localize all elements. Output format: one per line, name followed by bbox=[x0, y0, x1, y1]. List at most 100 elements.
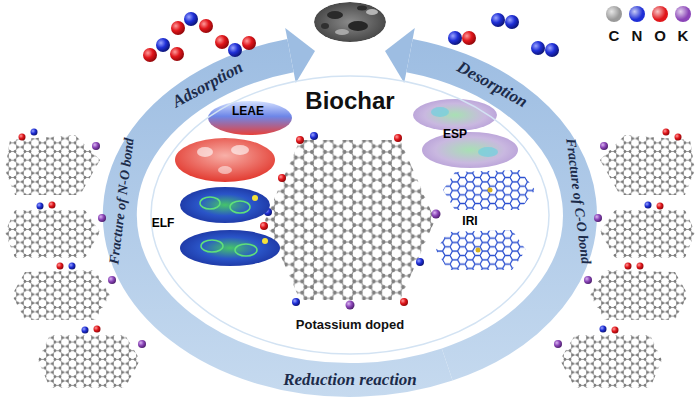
legend-holder: O bbox=[654, 27, 666, 45]
leae-maps bbox=[175, 101, 292, 182]
gas-molecules-part bbox=[156, 38, 170, 52]
right-molecules-part bbox=[600, 210, 695, 258]
right-molecules-part bbox=[612, 327, 619, 334]
central-lattice-part bbox=[394, 134, 402, 142]
caption-text: Potassium doped bbox=[296, 318, 404, 333]
right-molecules-part bbox=[594, 214, 602, 222]
gas-molecules-part bbox=[228, 43, 242, 57]
elf-maps-part bbox=[235, 244, 257, 256]
map-label: ELF bbox=[152, 217, 175, 230]
elf-maps-part bbox=[230, 201, 250, 213]
left-molecules-part bbox=[12, 270, 110, 320]
cycle-ring-part bbox=[385, 28, 415, 83]
esp-maps bbox=[413, 99, 518, 168]
right-molecules bbox=[554, 129, 695, 389]
right-molecules-part bbox=[554, 340, 562, 348]
legend-holder: N bbox=[632, 27, 643, 45]
sem-image-part bbox=[335, 29, 349, 35]
atom-swatch bbox=[606, 6, 622, 22]
gas-molecules bbox=[143, 12, 559, 62]
legend-text: N bbox=[632, 27, 643, 44]
atom-swatch bbox=[675, 6, 691, 22]
map-label-holder: ELF bbox=[152, 213, 175, 231]
right-molecules-part bbox=[600, 142, 608, 150]
atom-swatch bbox=[652, 6, 668, 22]
gas-molecules-part bbox=[505, 15, 519, 29]
legend-holder: C bbox=[609, 27, 620, 45]
elf-maps-part bbox=[201, 240, 223, 252]
gas-molecules-part bbox=[491, 13, 505, 27]
cycle-ring-part bbox=[120, 56, 447, 380]
sem-image-part bbox=[366, 9, 378, 15]
map-label: IRI bbox=[462, 215, 477, 228]
right-molecules-part bbox=[657, 203, 664, 210]
central-lattice-part bbox=[432, 210, 441, 219]
gas-molecules-part bbox=[215, 35, 229, 49]
central-lattice-part bbox=[310, 132, 318, 140]
gas-molecules-part bbox=[199, 19, 213, 33]
left-molecules-part bbox=[31, 129, 38, 136]
right-molecules-part bbox=[590, 270, 688, 320]
gas-molecules-part bbox=[531, 41, 545, 55]
map-label: ESP bbox=[443, 128, 467, 141]
esp-maps-part bbox=[431, 107, 449, 117]
left-molecules-part bbox=[69, 263, 76, 270]
esp-maps-part bbox=[413, 99, 497, 131]
sem-image-part bbox=[314, 2, 386, 42]
left-molecules-part bbox=[5, 210, 100, 258]
process-label-holder: Reduction reaction bbox=[283, 371, 417, 390]
gas-molecules-part bbox=[170, 47, 184, 61]
legend-holder: K bbox=[678, 27, 689, 45]
right-molecules-part bbox=[584, 276, 592, 284]
right-molecules-part bbox=[637, 263, 644, 270]
central-lattice bbox=[260, 132, 441, 310]
iri-maps-part bbox=[443, 170, 535, 210]
leae-maps-part bbox=[175, 138, 275, 182]
sem-image-part bbox=[357, 6, 367, 11]
central-lattice-part bbox=[265, 140, 435, 300]
elf-maps-part bbox=[180, 230, 280, 266]
left-molecules-part bbox=[94, 326, 101, 333]
gas-molecules-part bbox=[184, 12, 198, 26]
right-molecules-part bbox=[600, 135, 695, 195]
ellipse-outline bbox=[150, 75, 550, 355]
gas-molecules-part bbox=[143, 48, 157, 62]
map-label: LEAE bbox=[232, 105, 264, 118]
left-molecules-part bbox=[57, 263, 64, 270]
sem-image-part bbox=[327, 11, 343, 19]
left-molecules-part bbox=[108, 276, 116, 284]
right-molecules-part bbox=[600, 326, 607, 333]
legend-text: O bbox=[654, 27, 666, 44]
left-molecules-part bbox=[37, 203, 44, 210]
right-molecules-part bbox=[663, 129, 670, 136]
map-label-holder: LEAE bbox=[232, 101, 264, 119]
central-lattice-part bbox=[416, 258, 424, 266]
central-lattice-part bbox=[400, 298, 408, 306]
gas-molecules-part bbox=[545, 43, 559, 57]
cycle-ring bbox=[120, 28, 580, 380]
left-molecules-part bbox=[5, 135, 100, 195]
legend-text: C bbox=[609, 27, 620, 44]
right-molecules-part bbox=[645, 202, 652, 209]
iri-maps-part bbox=[488, 188, 493, 193]
central-lattice-part bbox=[292, 298, 300, 306]
central-lattice-part bbox=[346, 301, 355, 310]
iri-maps-part bbox=[476, 248, 481, 253]
title-text: Biochar bbox=[305, 87, 394, 115]
process-label: Reduction reaction bbox=[283, 371, 417, 390]
gas-molecules-part bbox=[448, 31, 462, 45]
sem-image-part bbox=[321, 23, 329, 29]
elf-maps bbox=[180, 187, 280, 266]
center-ellipse: BiocharPotassium doped bbox=[150, 75, 550, 355]
left-molecules-part bbox=[92, 142, 100, 150]
sem-image-part bbox=[348, 21, 368, 31]
left-molecules-part bbox=[49, 202, 56, 209]
esp-maps-part bbox=[422, 132, 518, 168]
central-lattice-part bbox=[296, 136, 304, 144]
gas-molecules-part bbox=[462, 31, 476, 45]
esp-maps-part bbox=[478, 147, 498, 157]
leae-maps-part bbox=[197, 147, 213, 157]
elf-maps-part bbox=[180, 187, 270, 223]
